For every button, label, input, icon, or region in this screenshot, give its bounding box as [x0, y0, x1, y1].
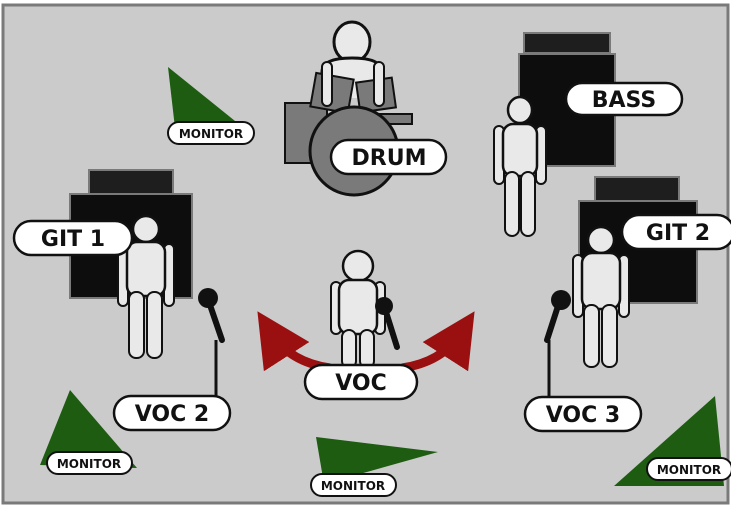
voc3-label-pill [523, 395, 643, 433]
monitor-label-pill [46, 451, 133, 475]
git2-head [586, 225, 616, 255]
monitor-label: MONITOR [657, 463, 721, 477]
bassist-leg-right [520, 171, 536, 237]
git1-leg-left [128, 291, 145, 359]
monitor-label: MONITOR [179, 127, 243, 141]
bass-label: BASS [592, 88, 657, 113]
git1-label: GIT 1 [41, 227, 105, 252]
git2-label-pill [620, 213, 731, 251]
stage-monitor-wedge [40, 390, 137, 468]
lead-vocal-station: VOC [257, 249, 475, 401]
drummer-arm-right [373, 61, 385, 107]
monitor-label: MONITOR [57, 457, 121, 471]
git1-torso [125, 240, 167, 298]
voc2-mic-boom [207, 302, 225, 343]
git2-label: GIT 2 [646, 221, 710, 246]
voc2-label: VOC 2 [135, 402, 209, 427]
git1-leg-right [146, 291, 163, 359]
bassist-leg-left [504, 171, 520, 237]
drum-label-pill [329, 138, 448, 176]
bassist [493, 95, 547, 237]
monitor-top-left: MONITOR [167, 67, 255, 145]
monitor-label-pill [646, 457, 731, 481]
bass-station: BASS [493, 32, 684, 237]
git1-amp-head [88, 169, 174, 195]
monitor-bottom-right: MONITOR [614, 396, 731, 486]
bassist-torso [501, 122, 539, 178]
vocal2-station: VOC 2 [112, 288, 232, 432]
guitarist-2 [572, 225, 630, 368]
drum-kit: DRUM [284, 20, 448, 197]
voc2-label-pill [112, 394, 232, 432]
guitarist-1 [117, 214, 175, 359]
vocal3-station: VOC 3 [523, 290, 643, 433]
voc-mic-handle [383, 309, 400, 350]
stage-monitor-wedge [168, 67, 240, 128]
voc3-label: VOC 3 [546, 403, 620, 428]
bass-label-pill [564, 81, 684, 117]
voc-torso [337, 278, 379, 336]
microphone-icon [375, 297, 393, 315]
drummer-arm-left [321, 61, 333, 107]
git2-leg-right [601, 304, 618, 368]
monitor-label: MONITOR [321, 479, 385, 493]
voc3-mic-boom [544, 303, 561, 343]
voc-leg-right [359, 329, 375, 369]
bass-amp-head [523, 32, 611, 54]
bassist-head [506, 95, 534, 125]
voc-leg-left [341, 329, 357, 369]
monitor-label-pill [310, 473, 397, 497]
voc-label-pill [303, 363, 419, 401]
monitor-bottom-left: MONITOR [40, 390, 137, 475]
guitar2-station: GIT 2 [572, 176, 731, 368]
git1-head [131, 214, 161, 244]
microphone-icon [198, 288, 218, 308]
monitor-bottom-center: MONITOR [310, 437, 438, 497]
drum-label: DRUM [352, 146, 427, 171]
git2-torso [580, 251, 622, 311]
drummer-head [332, 20, 372, 64]
git1-label-pill [12, 219, 134, 257]
voc-label: VOC [335, 371, 387, 396]
guitar1-station: GIT 1 [12, 169, 193, 359]
stage-monitor-wedge [316, 437, 438, 484]
voc-head [341, 249, 375, 283]
git2-amp-head [594, 176, 680, 202]
microphone-icon [551, 290, 571, 310]
git2-leg-left [583, 304, 600, 368]
monitor-label-pill [167, 121, 255, 145]
